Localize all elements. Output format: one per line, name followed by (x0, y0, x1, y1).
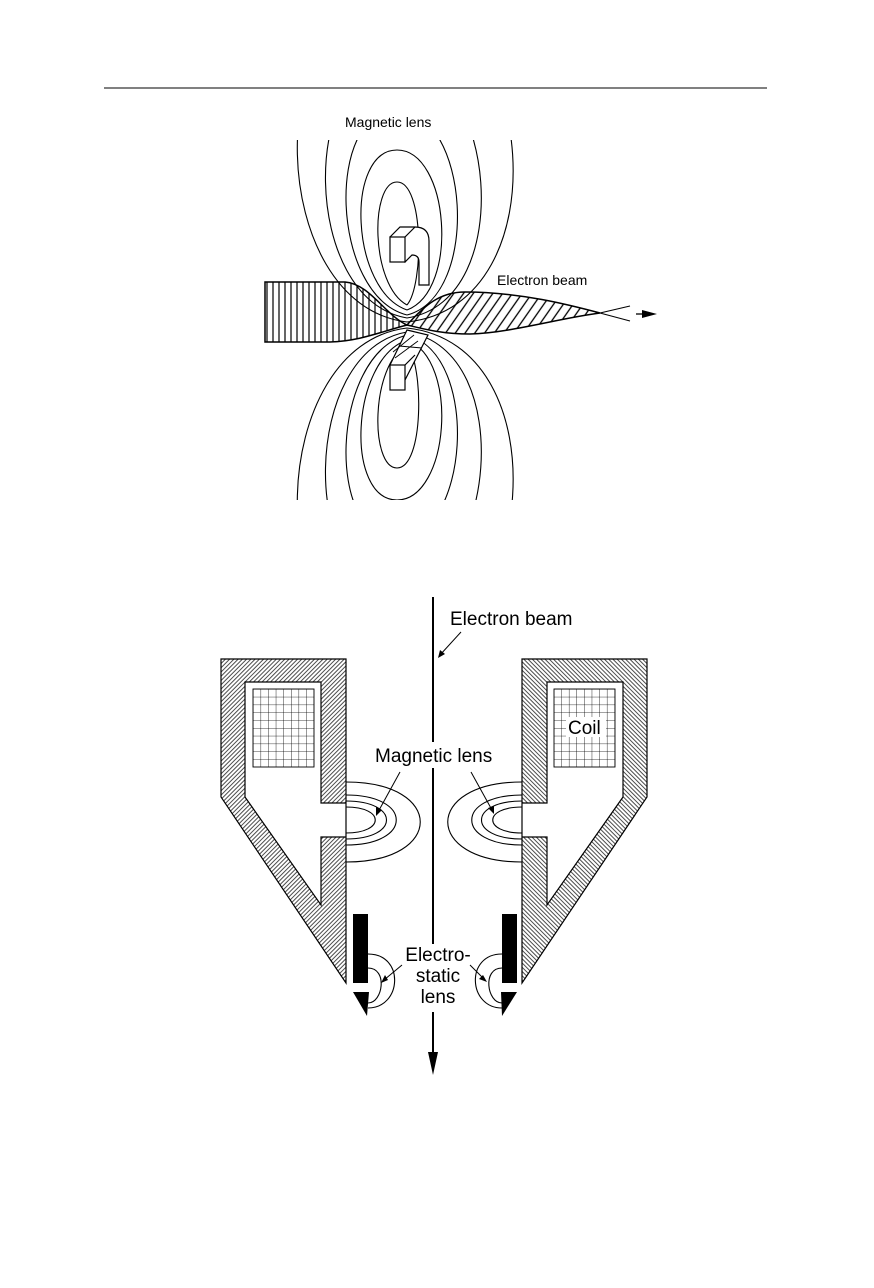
field-lines-lower (296, 327, 514, 500)
magnetic-lens-label: Magnetic lens (345, 114, 431, 130)
electrode-tip (501, 992, 517, 1016)
magnetic-lens-pointers (376, 771, 494, 816)
magnetic-field-lines (345, 781, 421, 863)
magnetic-field-lines (447, 781, 523, 863)
electrostatic-lens-label: Electro- static lens (400, 944, 471, 1008)
pole-piece-left (220, 658, 421, 1016)
electron-beam-label: Electron beam (450, 609, 573, 630)
electrostatic-field-lines (474, 953, 503, 1009)
electrostatic-label-line3: lens (421, 987, 456, 1008)
coil-label: Coil (568, 718, 601, 739)
electron-beam-pointer (438, 631, 462, 658)
beam-arrowhead (428, 1052, 438, 1075)
magnetic-lens-figure: Magnetic lens (264, 114, 657, 500)
field-lines-upper (296, 140, 514, 323)
lens-cross-section-figure: Electron beam (220, 597, 648, 1075)
magnet-pole-lower (389, 329, 429, 391)
electron-beam (264, 281, 657, 343)
field-lines (296, 140, 514, 500)
beam-outgoing (405, 291, 601, 335)
coil-winding (252, 688, 315, 768)
magnetic-lens-label: Magnetic lens (375, 746, 492, 767)
electrode-tip (353, 992, 369, 1016)
electron-beam-label: Electron beam (497, 272, 587, 288)
electrostatic-label-line1: Electro- (405, 945, 470, 966)
beam-arrowhead (642, 310, 657, 318)
electrostatic-lens-pointers (381, 964, 487, 983)
pole-piece-right (447, 658, 648, 1016)
electrode (353, 914, 368, 983)
electrostatic-field-lines (367, 953, 396, 1009)
magnet-pole-upper (389, 226, 430, 286)
electrostatic-label-line2: static (416, 966, 460, 987)
beam-axis (428, 597, 438, 1075)
electrode (502, 914, 517, 983)
